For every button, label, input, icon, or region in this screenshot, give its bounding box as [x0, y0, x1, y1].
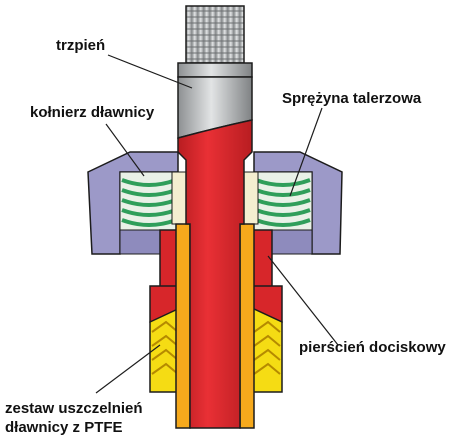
sleeve-right [239, 223, 255, 429]
label-ptfe-set-line1: zestaw uszczelnień [5, 400, 143, 417]
leader-flange [105, 123, 145, 177]
sleeve-left [175, 223, 191, 429]
label-pressure-ring: pierścień dociskowy [299, 339, 446, 356]
disc-spring-stack-left [119, 171, 177, 231]
label-ptfe-set-line2: dławnicy z PTFE [5, 419, 123, 436]
ptfe-packing-right [251, 306, 283, 393]
leader-ptfe [95, 344, 161, 394]
spacer-ring-left [171, 171, 187, 225]
label-stem: trzpień [56, 37, 105, 54]
leader-spring [289, 107, 323, 197]
spacer-ring-right [243, 171, 259, 225]
stem-upper [177, 5, 253, 139]
label-gland-flange: kołnierz dławnicy [30, 104, 155, 121]
stem-lower [177, 119, 253, 429]
leader-stem [107, 54, 193, 89]
leader-lines [95, 54, 339, 394]
disc-spring-stack-right [253, 171, 313, 231]
label-disc-spring: Sprężyna talerzowa [282, 90, 422, 107]
leader-pressure-ring [267, 255, 339, 346]
stem-thread [185, 5, 245, 64]
stem-neck [177, 62, 253, 78]
